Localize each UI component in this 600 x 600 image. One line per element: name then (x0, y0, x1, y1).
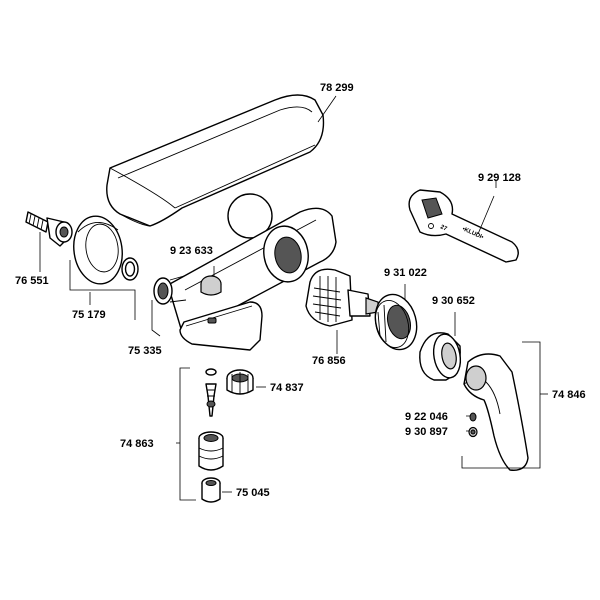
label-rosette: 75 179 (72, 309, 106, 321)
o-ring (121, 257, 139, 281)
label-sleeve: 9 30 652 (432, 295, 475, 307)
lever-handle (463, 353, 529, 471)
index-cap (468, 426, 478, 438)
label-body: 75 335 (128, 345, 162, 357)
rosette (73, 215, 123, 285)
cover-plate (106, 94, 325, 227)
diverter-sleeve (198, 431, 224, 471)
diverter-pin (205, 383, 217, 417)
label-lever: 74 846 (552, 389, 586, 401)
mixer-body (153, 193, 337, 351)
label-aerator: 74 837 (270, 382, 304, 394)
aerator (226, 369, 254, 395)
diverter-oring (205, 368, 217, 376)
label-wrench: 9 29 128 (478, 172, 521, 184)
wall-screw (25, 211, 73, 247)
label-cover: 78 299 (320, 82, 354, 94)
thermo-cartridge (305, 268, 379, 327)
sleeve (419, 332, 462, 381)
leader-lines (39, 95, 548, 501)
bottom-sleeve (201, 477, 221, 503)
label-diverter-sleeve: 75 045 (236, 487, 270, 499)
label-nut: 9 31 022 (384, 267, 427, 279)
label-diverter: 74 863 (120, 438, 154, 450)
label-screw: 76 551 (15, 275, 49, 287)
wrench-size-text: 27 (439, 224, 448, 232)
label-index-cap: 9 30 897 (405, 426, 448, 438)
wrench-tool: •KLUDI• 27 (408, 189, 519, 263)
label-grub-screw: 9 22 046 (405, 411, 448, 423)
label-cartridge: 76 856 (312, 355, 346, 367)
cartridge-nut (374, 293, 418, 351)
label-cap: 9 23 633 (170, 245, 213, 257)
grub-screw (469, 412, 477, 422)
